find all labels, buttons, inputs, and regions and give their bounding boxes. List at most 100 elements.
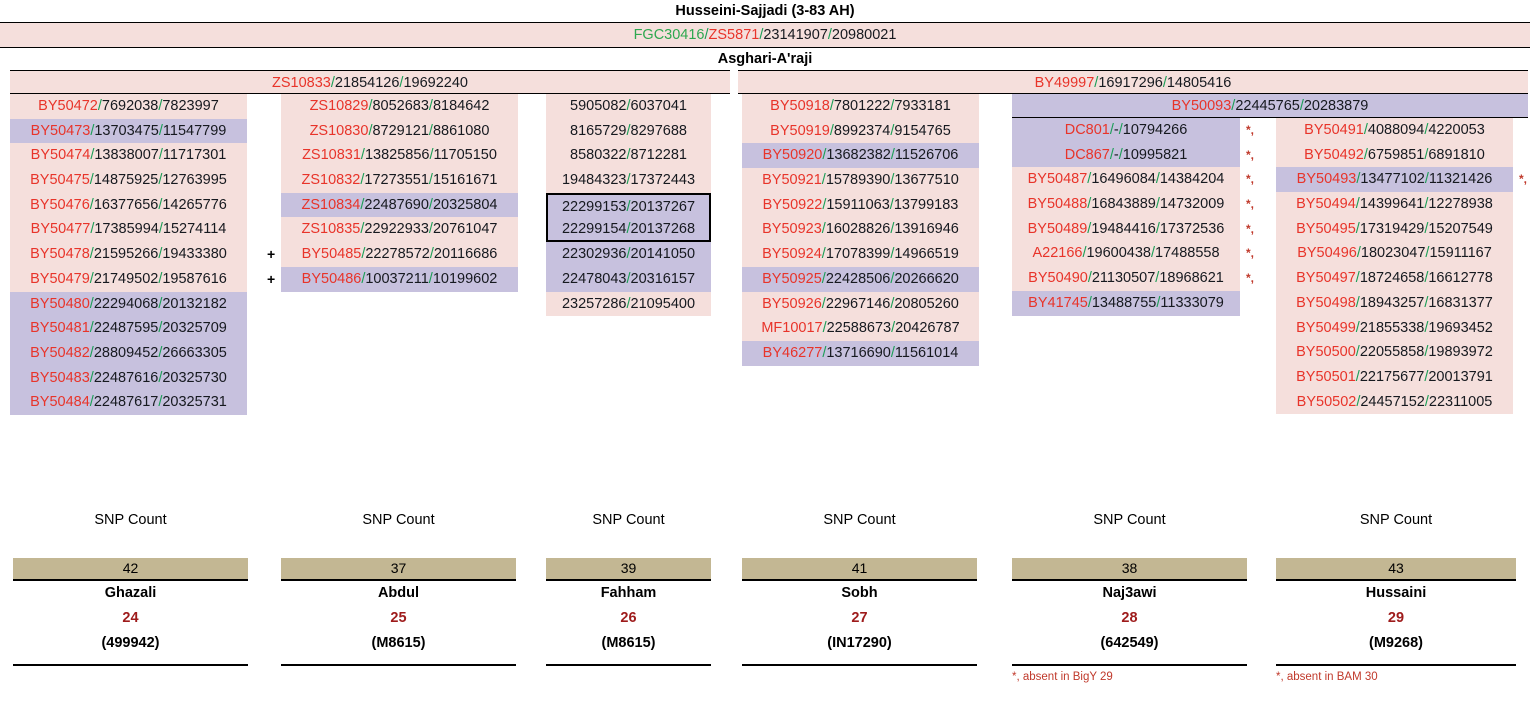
snp-pos1: 5905082 xyxy=(570,98,627,114)
sample-name: Sobh xyxy=(841,585,878,601)
snp-row: BY50496/18023047/15911167 xyxy=(1276,241,1513,267)
asterisk-marker: *, xyxy=(1246,123,1255,137)
snp-row: 5905082/6037041 xyxy=(546,94,711,119)
panel-footnote xyxy=(742,666,977,668)
sample-id: (IN17290) xyxy=(827,635,892,651)
panel-divider xyxy=(281,656,516,666)
snp-count-label: SNP Count xyxy=(592,512,665,528)
snp-pos2: 9154765 xyxy=(894,122,951,139)
snp-pos1: 15789390 xyxy=(825,172,891,189)
snp-name: BY50482 xyxy=(30,344,90,361)
snp-name: BY50487 xyxy=(1027,171,1088,188)
snp-pos1: 22487595 xyxy=(93,320,159,337)
snp-name: A22166 xyxy=(1032,245,1083,262)
snp-count-label: SNP Count xyxy=(1093,512,1166,528)
snp-pos1: 19600438 xyxy=(1086,245,1151,262)
snp-row: 22478043/20316157 xyxy=(546,266,711,292)
snp-row: BY50926/22967146/20805260 xyxy=(742,291,979,317)
snp-pos2: 20132182 xyxy=(162,295,227,312)
snp-row: BY50491/4088094/4220053 xyxy=(1276,118,1513,143)
snp-row: +BY50486/10037211/10199602 xyxy=(267,266,518,292)
snp-pos1: 21855338 xyxy=(1359,319,1425,336)
branch-left-name: ZS10833 xyxy=(272,75,331,91)
snp-pos1: 21749502 xyxy=(93,270,159,287)
branch-right-name: BY49997 xyxy=(1034,75,1095,91)
snp-pos1: 18724658 xyxy=(1359,270,1425,287)
snp-row: BY50479/21749502/19587616 xyxy=(10,266,247,292)
snp-row: BY50501/22175677/20013791 xyxy=(1276,364,1513,390)
snp-row: BY50494/14399641/12278938 xyxy=(1276,192,1513,217)
snp-pos2: 20325804 xyxy=(432,196,498,213)
snp-count-value: 42 xyxy=(13,558,248,581)
snp-row: BY50924/17078399/14966519 xyxy=(742,242,979,267)
sample-id: (642549) xyxy=(1100,635,1159,651)
snp-pos2: 14384204 xyxy=(1159,171,1225,188)
snp-pos1: 22922933 xyxy=(364,221,429,238)
snp-row: BY46277/13716690/11561014 xyxy=(742,340,979,366)
snp-pos1: 17385994 xyxy=(94,221,159,238)
asterisk-marker: *, xyxy=(1246,271,1255,286)
snp-pos2: 15274114 xyxy=(162,221,227,238)
snp-pos2: 20426787 xyxy=(895,320,960,337)
snp-pos1: 23257286 xyxy=(561,295,627,312)
snp-pos2: 15161671 xyxy=(432,172,498,189)
snp-pos2: 7933181 xyxy=(894,98,951,114)
plus-marker: + xyxy=(267,246,276,263)
snp-count-label: SNP Count xyxy=(362,512,435,528)
snp-name: MF10017 xyxy=(761,320,823,337)
snp-name: BY50922 xyxy=(762,196,823,213)
snp-pos2: 16612778 xyxy=(1428,270,1493,287)
snp-row: BY50488/16843889/14732009*, xyxy=(1012,192,1254,217)
asterisk-marker: *, xyxy=(1246,172,1255,187)
snp-pos1: 22478043 xyxy=(561,270,627,287)
snp-name: ZS10832 xyxy=(301,172,361,189)
snp-name: BY50924 xyxy=(762,246,822,263)
sample-id: (499942) xyxy=(101,635,160,651)
snp-name: ZS10831 xyxy=(302,147,361,164)
snp-pos1: 8052683 xyxy=(372,98,429,114)
sample-number: 25 xyxy=(390,610,407,626)
snp-pos1: 22487617 xyxy=(93,394,159,411)
snp-pos1: 15911063 xyxy=(826,196,890,213)
snp-row: ZS10834/22487690/20325804 xyxy=(281,192,518,218)
snp-pos2: 26663305 xyxy=(162,344,227,361)
snp-pos1: 14875925 xyxy=(93,172,159,189)
asterisk-marker: *, xyxy=(1246,197,1255,212)
snp-row: ZS10831/13825856/11705150 xyxy=(281,143,518,169)
branch-sub-name: BY50093 xyxy=(1171,98,1232,114)
snp-pos2: 20805260 xyxy=(894,295,959,312)
snp-pos1: 13703475 xyxy=(94,122,159,139)
snp-pos2: 11333079 xyxy=(1160,294,1224,311)
snp-row: BY50498/18943257/16831377 xyxy=(1276,290,1513,316)
snp-pos1: 13716690 xyxy=(826,344,891,361)
snp-pos2: 16831377 xyxy=(1428,294,1493,311)
snp-pos2: 10794266 xyxy=(1122,122,1188,138)
snp-pos2: 6037041 xyxy=(630,98,687,114)
sample-number: 26 xyxy=(620,610,637,626)
snp-name: BY50495 xyxy=(1296,220,1356,237)
snp-pos1: 4088094 xyxy=(1367,122,1425,138)
snp-pos1: 10037211 xyxy=(365,270,429,287)
snp-count-label: SNP Count xyxy=(823,512,896,528)
snp-row: MF10017/22588673/20426787 xyxy=(742,316,979,341)
snp-name: BY50923 xyxy=(762,221,822,238)
plus-marker: + xyxy=(267,270,276,287)
snp-row: 22299153/20137267 xyxy=(546,192,711,218)
branch-left-pos2: 19692240 xyxy=(403,75,468,91)
snp-pos2: 8297688 xyxy=(630,122,687,139)
asterisk-marker: *, xyxy=(1519,172,1528,187)
snp-name: BY50919 xyxy=(770,122,830,139)
snp-row: BY50475/14875925/12763995 xyxy=(10,168,247,193)
snp-pos1: 22302936 xyxy=(561,246,627,263)
snp-row: BY50490/21130507/18968621*, xyxy=(1012,266,1254,291)
snp-pos1: 7801222 xyxy=(833,98,891,114)
sample-name: Fahham xyxy=(600,585,657,601)
snp-pos1: 17319429 xyxy=(1359,220,1425,237)
snp-name: BY50486 xyxy=(301,270,362,287)
sample-name: Naj3awi xyxy=(1102,585,1157,601)
